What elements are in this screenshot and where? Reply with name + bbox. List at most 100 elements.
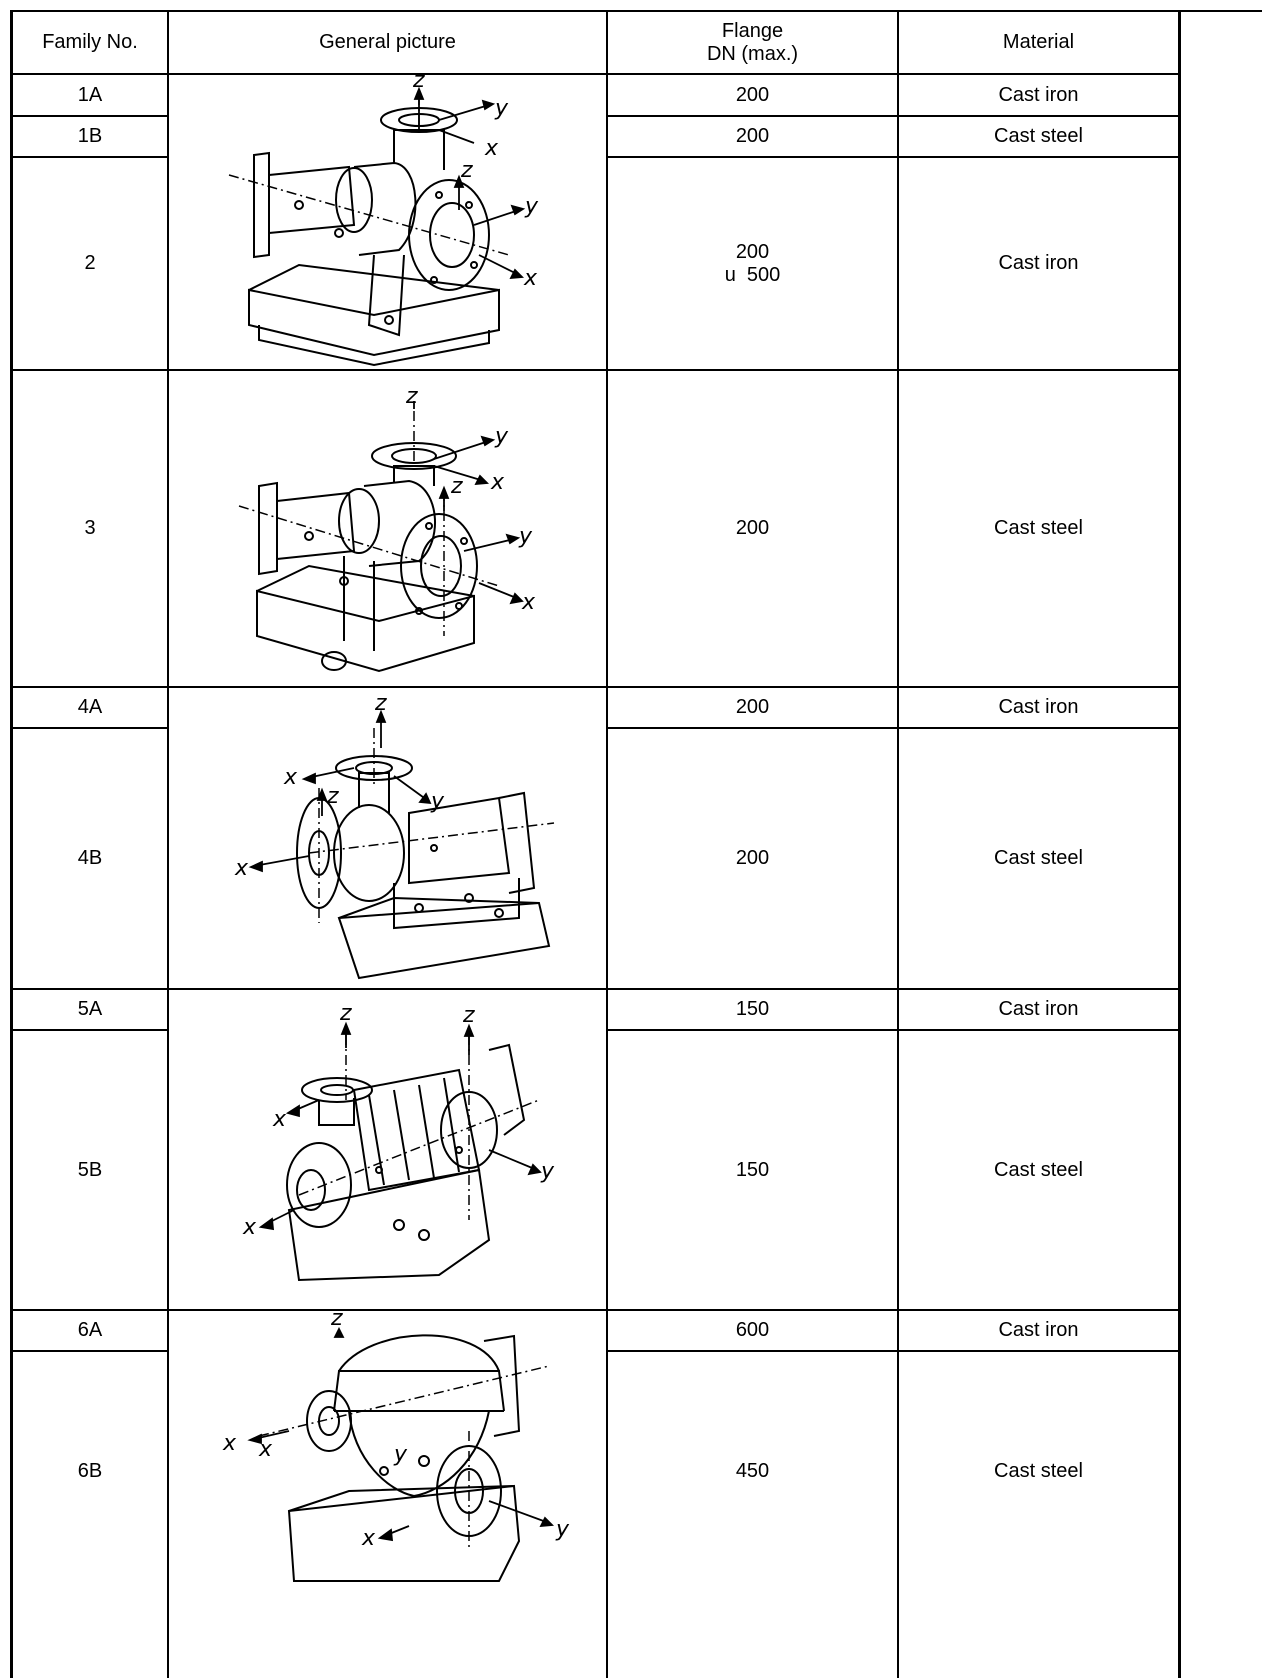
header-general-picture: General picture: [319, 31, 456, 53]
column-divider: [897, 10, 899, 1678]
axis-labels: z z x y x: [242, 1001, 555, 1240]
axis-label-y: y: [555, 1517, 570, 1542]
axis-label-y: y: [524, 194, 539, 219]
family-no-cell: 2: [84, 252, 96, 274]
family-no-cell: 4B: [77, 847, 103, 869]
pump-family-table: Family No. General picture Flange DN (ma…: [10, 10, 1262, 1678]
axis-label-y: y: [494, 96, 509, 121]
axis-arrows: [413, 86, 526, 280]
material-cell: Cast iron: [998, 1319, 1079, 1341]
material-cell: Cast steel: [994, 517, 1083, 539]
axis-label-x: x: [234, 856, 249, 881]
axis-label-z: z: [462, 1003, 475, 1028]
axis-label-x: x: [361, 1526, 376, 1551]
axis-lines: [258, 1365, 550, 1551]
header-flange-line1: Flange: [721, 19, 784, 42]
axis-label-y: y: [430, 789, 445, 814]
row-divider: [10, 1350, 169, 1352]
axis-label-z: z: [330, 1311, 343, 1331]
axis-label-y: y: [494, 424, 509, 449]
family-no-cell: 5A: [77, 998, 103, 1020]
axis-lines: [238, 411, 500, 636]
axis-label-z: z: [339, 1001, 352, 1026]
family-no-cell: 1A: [77, 83, 103, 106]
row-divider: [10, 115, 169, 117]
row-divider: [606, 1029, 1181, 1031]
axis-label-z: z: [450, 474, 463, 499]
row-divider: [606, 727, 1181, 729]
flange-cell: 200 u 500: [608, 158, 897, 369]
family-no-cell: 6B: [77, 1459, 103, 1482]
family-no-cell: 6A: [77, 1319, 103, 1341]
axis-label-z: z: [374, 691, 387, 716]
row-divider: [606, 1350, 1181, 1352]
pump-picture-6: z x x y x y: [169, 1311, 606, 1590]
flange-cell: 450: [735, 1459, 770, 1482]
pump-picture-3: z y z x y x: [169, 371, 606, 686]
family-no-cell: 1B: [77, 125, 103, 147]
flange-cell: 200: [735, 83, 770, 106]
axis-label-z: z: [460, 158, 473, 183]
axis-arrows: [413, 401, 524, 605]
axis-arrows: [248, 709, 432, 873]
axis-label-x: x: [222, 1431, 237, 1456]
flange-cell: 200: [735, 696, 770, 718]
axis-labels: z x z y x: [234, 691, 445, 881]
axis-lines: [298, 1035, 540, 1220]
material-cell: Cast iron: [998, 252, 1079, 274]
axis-label-x: x: [521, 590, 536, 615]
column-divider: [167, 10, 169, 1678]
row-divider: [10, 156, 169, 158]
table-border-left: [10, 10, 13, 1678]
row-divider: [606, 115, 1181, 117]
pump-picture-4: z x z y x: [169, 688, 606, 988]
pump-drawing-multistage: z z x y x: [242, 1001, 555, 1282]
axis-lines: [308, 728, 555, 923]
flange-value-line2: u 500: [724, 263, 781, 286]
header-flange: Flange DN (max.): [608, 12, 897, 73]
axis-labels: z y x z y x: [412, 75, 539, 291]
column-divider: [606, 10, 608, 1678]
axis-label-z: z: [412, 75, 425, 93]
axis-label-x: x: [283, 765, 298, 790]
material-cell: Cast iron: [998, 998, 1079, 1020]
material-cell: Cast steel: [994, 1459, 1083, 1482]
material-cell: Cast steel: [994, 125, 1083, 147]
family-no-cell: 3: [84, 517, 96, 539]
row-divider: [606, 156, 1181, 158]
pump-sketch: [256, 442, 478, 673]
flange-cell: 150: [735, 998, 770, 1020]
flange-cell: 200: [735, 125, 770, 147]
pump-sketch: [286, 1043, 526, 1282]
row-divider: [10, 1029, 169, 1031]
row-divider: [10, 369, 1181, 371]
axis-label-z: z: [326, 784, 339, 809]
pump-sketch: [248, 107, 500, 367]
pump-picture-1-2: z y x z y x: [169, 75, 606, 369]
table-border-right: [1178, 10, 1181, 1678]
flange-cell: 200: [735, 517, 770, 539]
axis-label-x: x: [523, 266, 538, 291]
pump-drawing-endsuction-1: z y x z y x: [228, 75, 539, 367]
row-divider: [10, 1309, 1181, 1311]
row-divider: [10, 686, 1181, 688]
axis-arrows: [247, 1326, 554, 1542]
header-family-no: Family No.: [42, 31, 138, 53]
material-cell: Cast iron: [998, 696, 1079, 718]
pump-picture-5: z z x y x: [169, 990, 606, 1309]
axis-label-y: y: [518, 524, 533, 549]
flange-cell: 600: [735, 1319, 770, 1341]
row-divider: [10, 73, 1181, 75]
axis-label-y: y: [393, 1442, 408, 1467]
row-divider: [10, 727, 169, 729]
axis-arrows: [258, 1021, 542, 1231]
axis-label-z: z: [405, 384, 418, 409]
material-cell: Cast steel: [994, 847, 1083, 869]
axis-label-x: x: [490, 470, 505, 495]
row-divider: [10, 988, 1181, 990]
flange-cell: 200: [735, 847, 770, 869]
pump-drawing-endsuction-2: z y z x y x: [238, 384, 536, 673]
family-no-cell: 5B: [77, 1158, 103, 1181]
material-cell: Cast iron: [998, 83, 1079, 106]
pump-drawing-endsuction-3: z x z y x: [234, 691, 555, 980]
